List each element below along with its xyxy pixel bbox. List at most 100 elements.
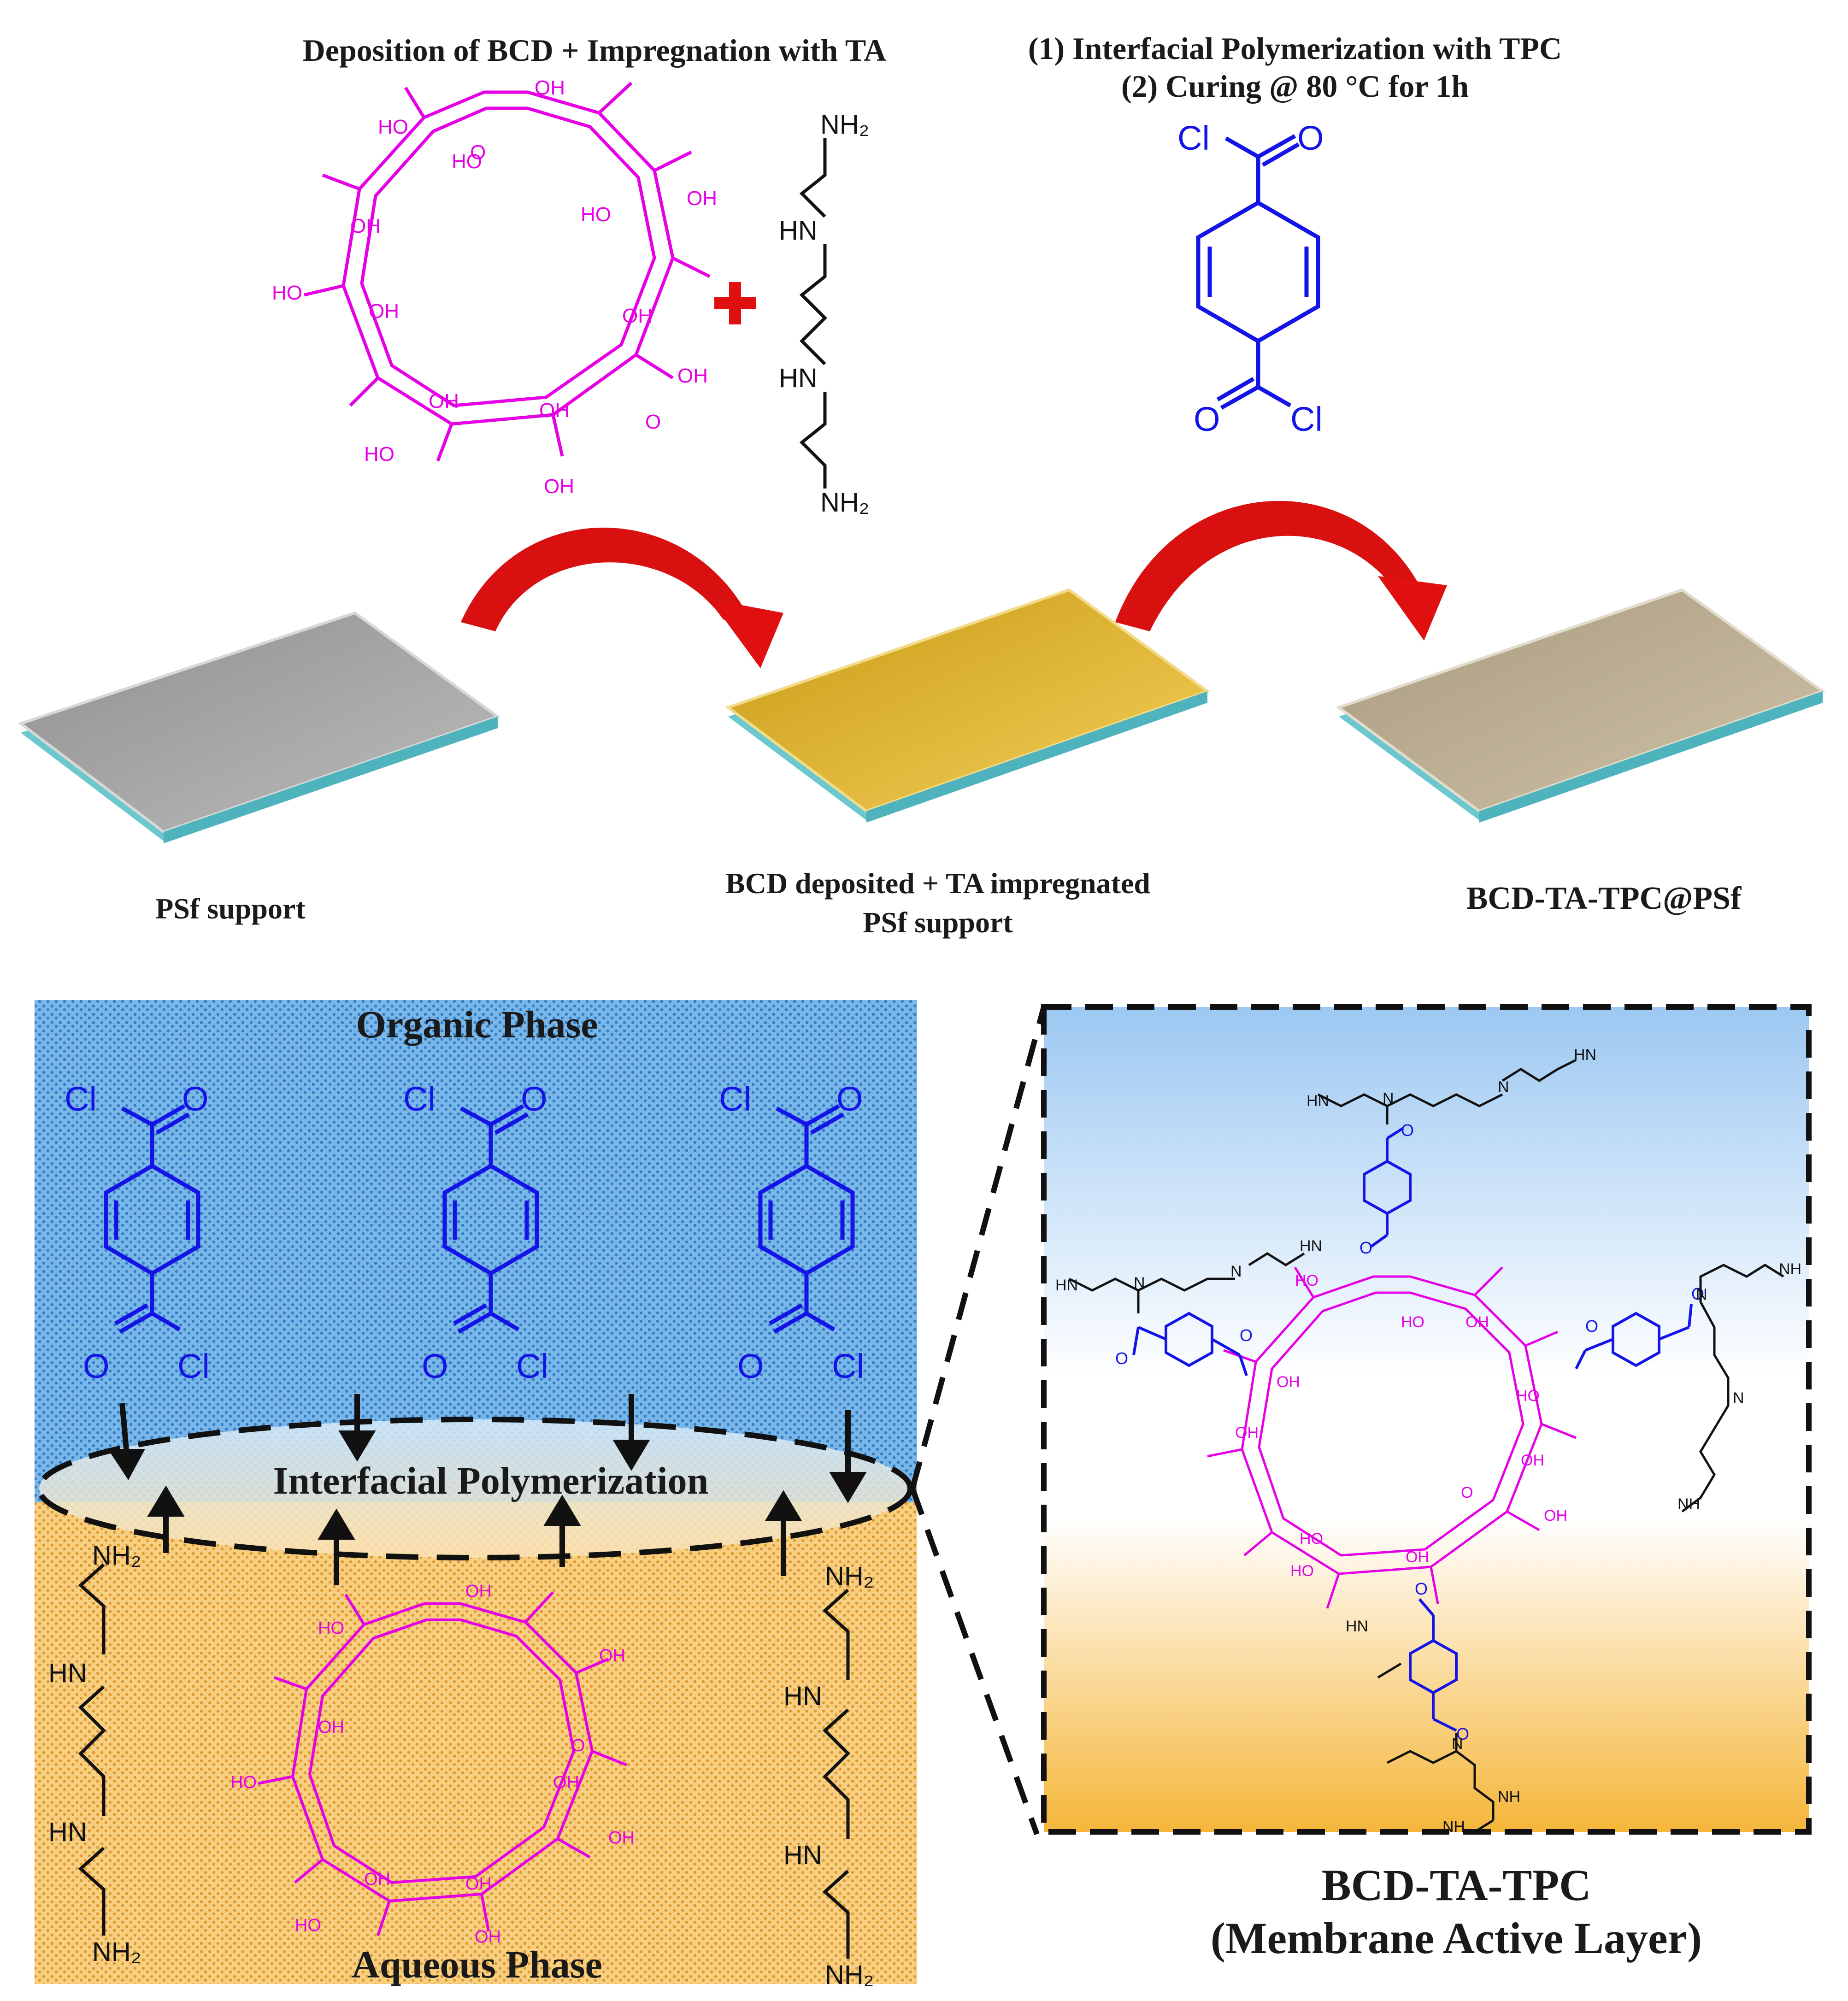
tpc-organic-2 — [442, 1104, 539, 1334]
svg-text:OH: OH — [475, 1927, 501, 1947]
tpc-active-labels: O O O O O O O O — [1115, 1121, 1704, 1743]
svg-text:OH: OH — [369, 300, 399, 323]
svg-text:OH: OH — [1521, 1452, 1544, 1469]
svg-text:O: O — [836, 1080, 863, 1118]
svg-text:O: O — [1297, 119, 1324, 157]
svg-text:O: O — [1115, 1349, 1128, 1368]
svg-text:O: O — [83, 1347, 110, 1385]
svg-text:HN: HN — [1307, 1092, 1329, 1110]
svg-text:N: N — [1452, 1735, 1463, 1753]
svg-text:HO: HO — [318, 1618, 344, 1638]
bcd-top-labels: OH HO HO OH HO HO OH OH OH OH OH OH HO O… — [272, 77, 717, 498]
svg-text:N: N — [1733, 1389, 1744, 1407]
svg-text:HO: HO — [378, 116, 408, 138]
svg-text:N: N — [1230, 1263, 1242, 1280]
plus-icon — [714, 282, 756, 324]
svg-text:OH: OH — [465, 1582, 492, 1601]
tpc-top-labels: Cl O O Cl — [1177, 119, 1324, 438]
svg-text:NH₂: NH₂ — [820, 488, 869, 518]
interface-ellipse-fill — [39, 1419, 910, 1558]
svg-text:HO: HO — [452, 150, 482, 173]
svg-text:NH₂: NH₂ — [820, 110, 869, 140]
svg-text:Cl: Cl — [1177, 119, 1210, 157]
svg-text:HN: HN — [783, 1840, 822, 1870]
svg-text:HO: HO — [272, 282, 302, 304]
svg-text:HN: HN — [779, 363, 818, 393]
svg-text:NH₂: NH₂ — [825, 1960, 874, 1990]
svg-text:HN: HN — [48, 1817, 87, 1847]
svg-text:OH: OH — [687, 187, 717, 210]
svg-text:OH: OH — [677, 365, 708, 387]
svg-text:HN: HN — [1055, 1277, 1078, 1294]
red-arrow-2 — [1115, 500, 1447, 641]
organic-phase-label: Organic Phase — [356, 1003, 598, 1046]
bcd-aqueous-labels: OH HO OH HO OH OH OH OH OH HO OH O — [230, 1582, 635, 1947]
svg-text:HN: HN — [1300, 1237, 1322, 1255]
svg-text:HN: HN — [779, 216, 818, 246]
zoom-lines — [910, 1006, 1047, 1836]
svg-text:N: N — [1134, 1274, 1145, 1292]
svg-text:O: O — [1585, 1317, 1598, 1336]
svg-text:Cl: Cl — [1290, 400, 1323, 438]
svg-text:HO: HO — [364, 443, 394, 465]
bcd-molecule-top — [304, 82, 711, 462]
aqueous-phase-label: Aqueous Phase — [352, 1943, 602, 1986]
tpc-organic-3 — [758, 1104, 855, 1334]
phase-panel — [35, 1000, 917, 1984]
svg-text:O: O — [1401, 1121, 1414, 1140]
svg-text:OH: OH — [1406, 1548, 1429, 1566]
svg-text:OH: OH — [535, 77, 565, 99]
svg-text:NH₂: NH₂ — [92, 1541, 141, 1571]
svg-text:O: O — [182, 1080, 209, 1118]
bcd-molecule-aqueous — [258, 1591, 628, 1936]
svg-text:Cl: Cl — [403, 1080, 436, 1118]
final-support-slab — [1336, 588, 1826, 823]
svg-text:OH: OH — [1235, 1424, 1259, 1442]
svg-text:OH: OH — [318, 1718, 344, 1737]
tpc-organic-1 — [104, 1104, 200, 1334]
svg-text:HO: HO — [581, 203, 611, 226]
svg-text:OH: OH — [622, 305, 653, 327]
svg-text:OH: OH — [364, 1870, 390, 1889]
svg-text:O: O — [1691, 1284, 1704, 1303]
svg-text:NH: NH — [1442, 1818, 1465, 1836]
svg-text:O: O — [1415, 1579, 1428, 1598]
svg-text:O: O — [1194, 400, 1220, 438]
svg-text:Cl: Cl — [516, 1347, 548, 1385]
svg-text:OH: OH — [539, 399, 570, 422]
svg-text:HN: HN — [1574, 1046, 1596, 1064]
svg-text:OH: OH — [1277, 1373, 1300, 1391]
svg-text:NH: NH — [1779, 1260, 1801, 1278]
svg-text:O: O — [521, 1080, 547, 1118]
active-layer-subtitle: (Membrane Active Layer) — [1210, 1913, 1702, 1963]
svg-text:Cl: Cl — [65, 1080, 97, 1118]
svg-text:O: O — [1360, 1238, 1372, 1257]
svg-text:O: O — [1456, 1724, 1469, 1743]
svg-text:NH: NH — [1677, 1495, 1700, 1513]
svg-text:O: O — [645, 411, 661, 433]
svg-text:O: O — [571, 1736, 585, 1755]
svg-text:OH: OH — [553, 1773, 579, 1792]
interfacial-polymerization-label: Interfacial Polymerization — [273, 1460, 709, 1502]
up-arrows — [147, 1485, 802, 1585]
tpc-molecule-top — [1196, 134, 1320, 410]
svg-text:OH: OH — [1544, 1507, 1567, 1524]
ta-active-labels: N HN N HN N HN N HN N NH N NH N HN NH NH — [1055, 1046, 1801, 1836]
final-support-label: BCD-TA-TPC@PSf — [1466, 881, 1742, 916]
svg-text:HO: HO — [1516, 1387, 1540, 1405]
ta-top-labels: NH₂ HN HN NH₂ — [779, 110, 869, 518]
psf-support-slab — [18, 611, 501, 843]
impregnated-support-label-line2: PSf support — [863, 906, 1013, 939]
ta-aqueous-right — [822, 1589, 850, 1959]
tpc-linkers-active — [1132, 1127, 1693, 1732]
bcd-molecule-active — [1207, 1266, 1577, 1609]
svg-text:OH: OH — [608, 1828, 635, 1848]
svg-text:OH: OH — [544, 475, 574, 498]
svg-text:O: O — [1240, 1326, 1253, 1345]
svg-text:HO: HO — [1290, 1562, 1314, 1580]
svg-text:OH: OH — [350, 215, 381, 237]
svg-text:OH: OH — [429, 390, 459, 412]
